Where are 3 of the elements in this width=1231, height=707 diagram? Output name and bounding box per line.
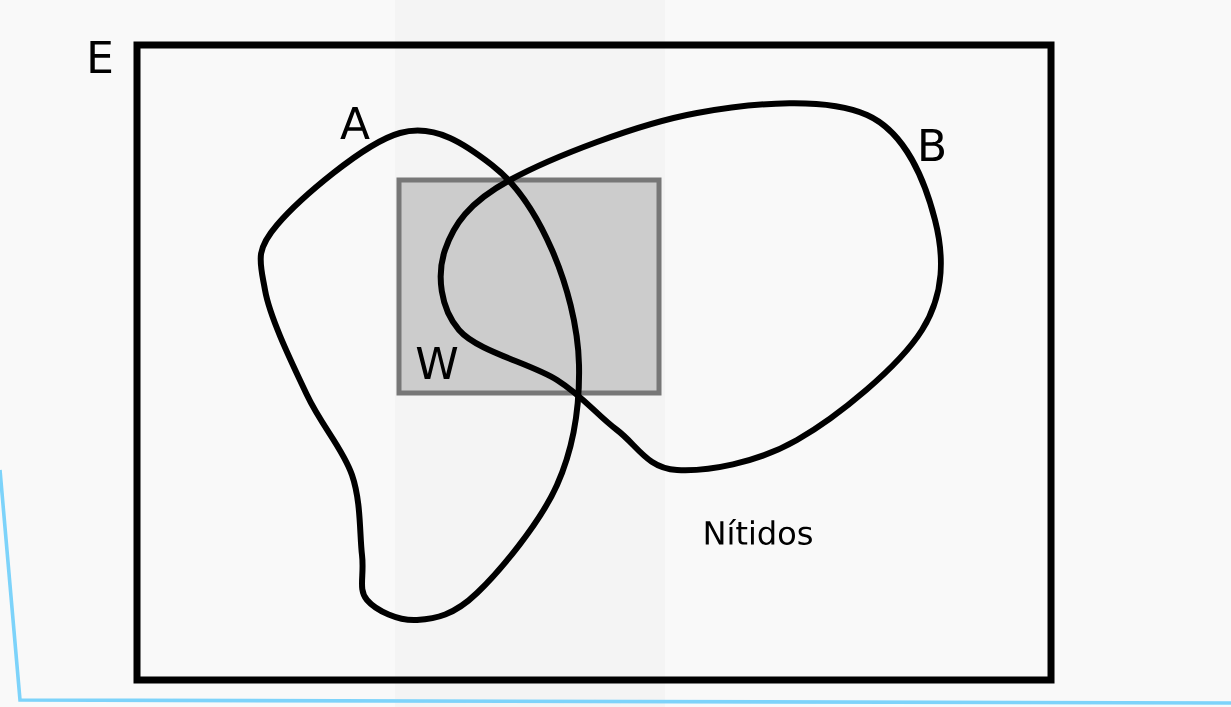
- region-label: Nítidos: [705, 519, 812, 545]
- set-rectangle: W: [396, 177, 662, 396]
- node-label: E: [90, 40, 112, 74]
